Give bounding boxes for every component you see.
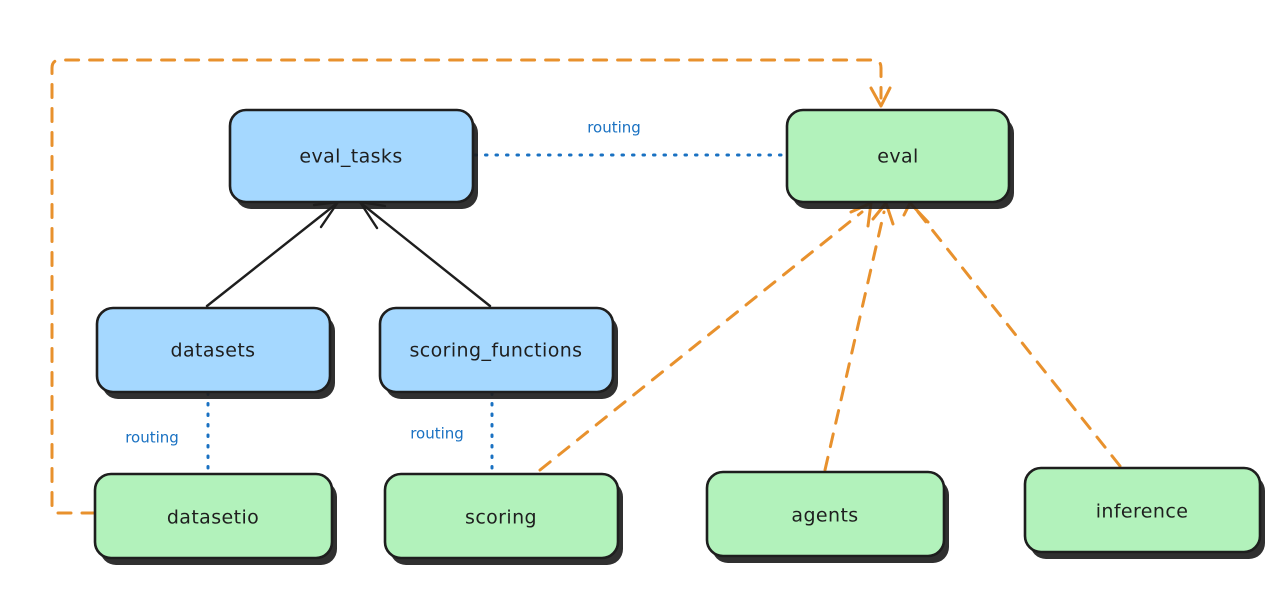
node-scoring-functions-body	[378, 306, 615, 394]
node-agents-body	[705, 470, 946, 558]
edge-label-routing-scoring-functions-scoring: routing	[410, 425, 464, 443]
node-datasetio-label: datasetio	[167, 507, 259, 529]
node-datasetio[interactable]: datasetio	[93, 472, 337, 565]
edge-inference-to-eval	[902, 201, 1122, 468]
node-eval-label: eval	[877, 146, 918, 168]
node-inference-label: inference	[1096, 501, 1189, 523]
node-agents[interactable]: agents	[705, 470, 949, 563]
node-eval-tasks-body	[228, 108, 475, 204]
edge-datasets-to-eval-tasks	[205, 200, 340, 308]
edge-label-routing-datasets-datasetio: routing	[125, 429, 179, 447]
node-inference-body	[1023, 466, 1262, 554]
node-scoring-functions-label: scoring_functions	[410, 340, 583, 362]
node-eval-tasks-label: eval_tasks	[299, 146, 402, 168]
edge-scoring-functions-to-eval-tasks	[358, 200, 492, 308]
node-eval[interactable]: eval	[785, 108, 1014, 209]
edge-label-routing-eval-tasks-eval: routing	[587, 119, 641, 137]
node-inference[interactable]: inference	[1023, 466, 1265, 559]
node-datasets[interactable]: datasets	[95, 306, 335, 399]
node-datasets-label: datasets	[171, 340, 256, 362]
node-datasets-body	[95, 306, 332, 394]
node-datasetio-body	[93, 472, 334, 560]
arrowhead-icon	[869, 86, 892, 108]
node-scoring-body	[383, 472, 620, 560]
edge-datasetio-to-eval-loop	[50, 58, 892, 515]
node-eval-tasks[interactable]: eval_tasks	[228, 108, 478, 209]
node-scoring[interactable]: scoring	[383, 472, 623, 565]
node-scoring-functions[interactable]: scoring_functions	[378, 306, 618, 399]
node-eval-body	[785, 108, 1011, 204]
node-scoring-label: scoring	[465, 507, 537, 529]
node-agents-label: agents	[791, 505, 858, 527]
edge-agents-to-eval	[823, 201, 895, 472]
